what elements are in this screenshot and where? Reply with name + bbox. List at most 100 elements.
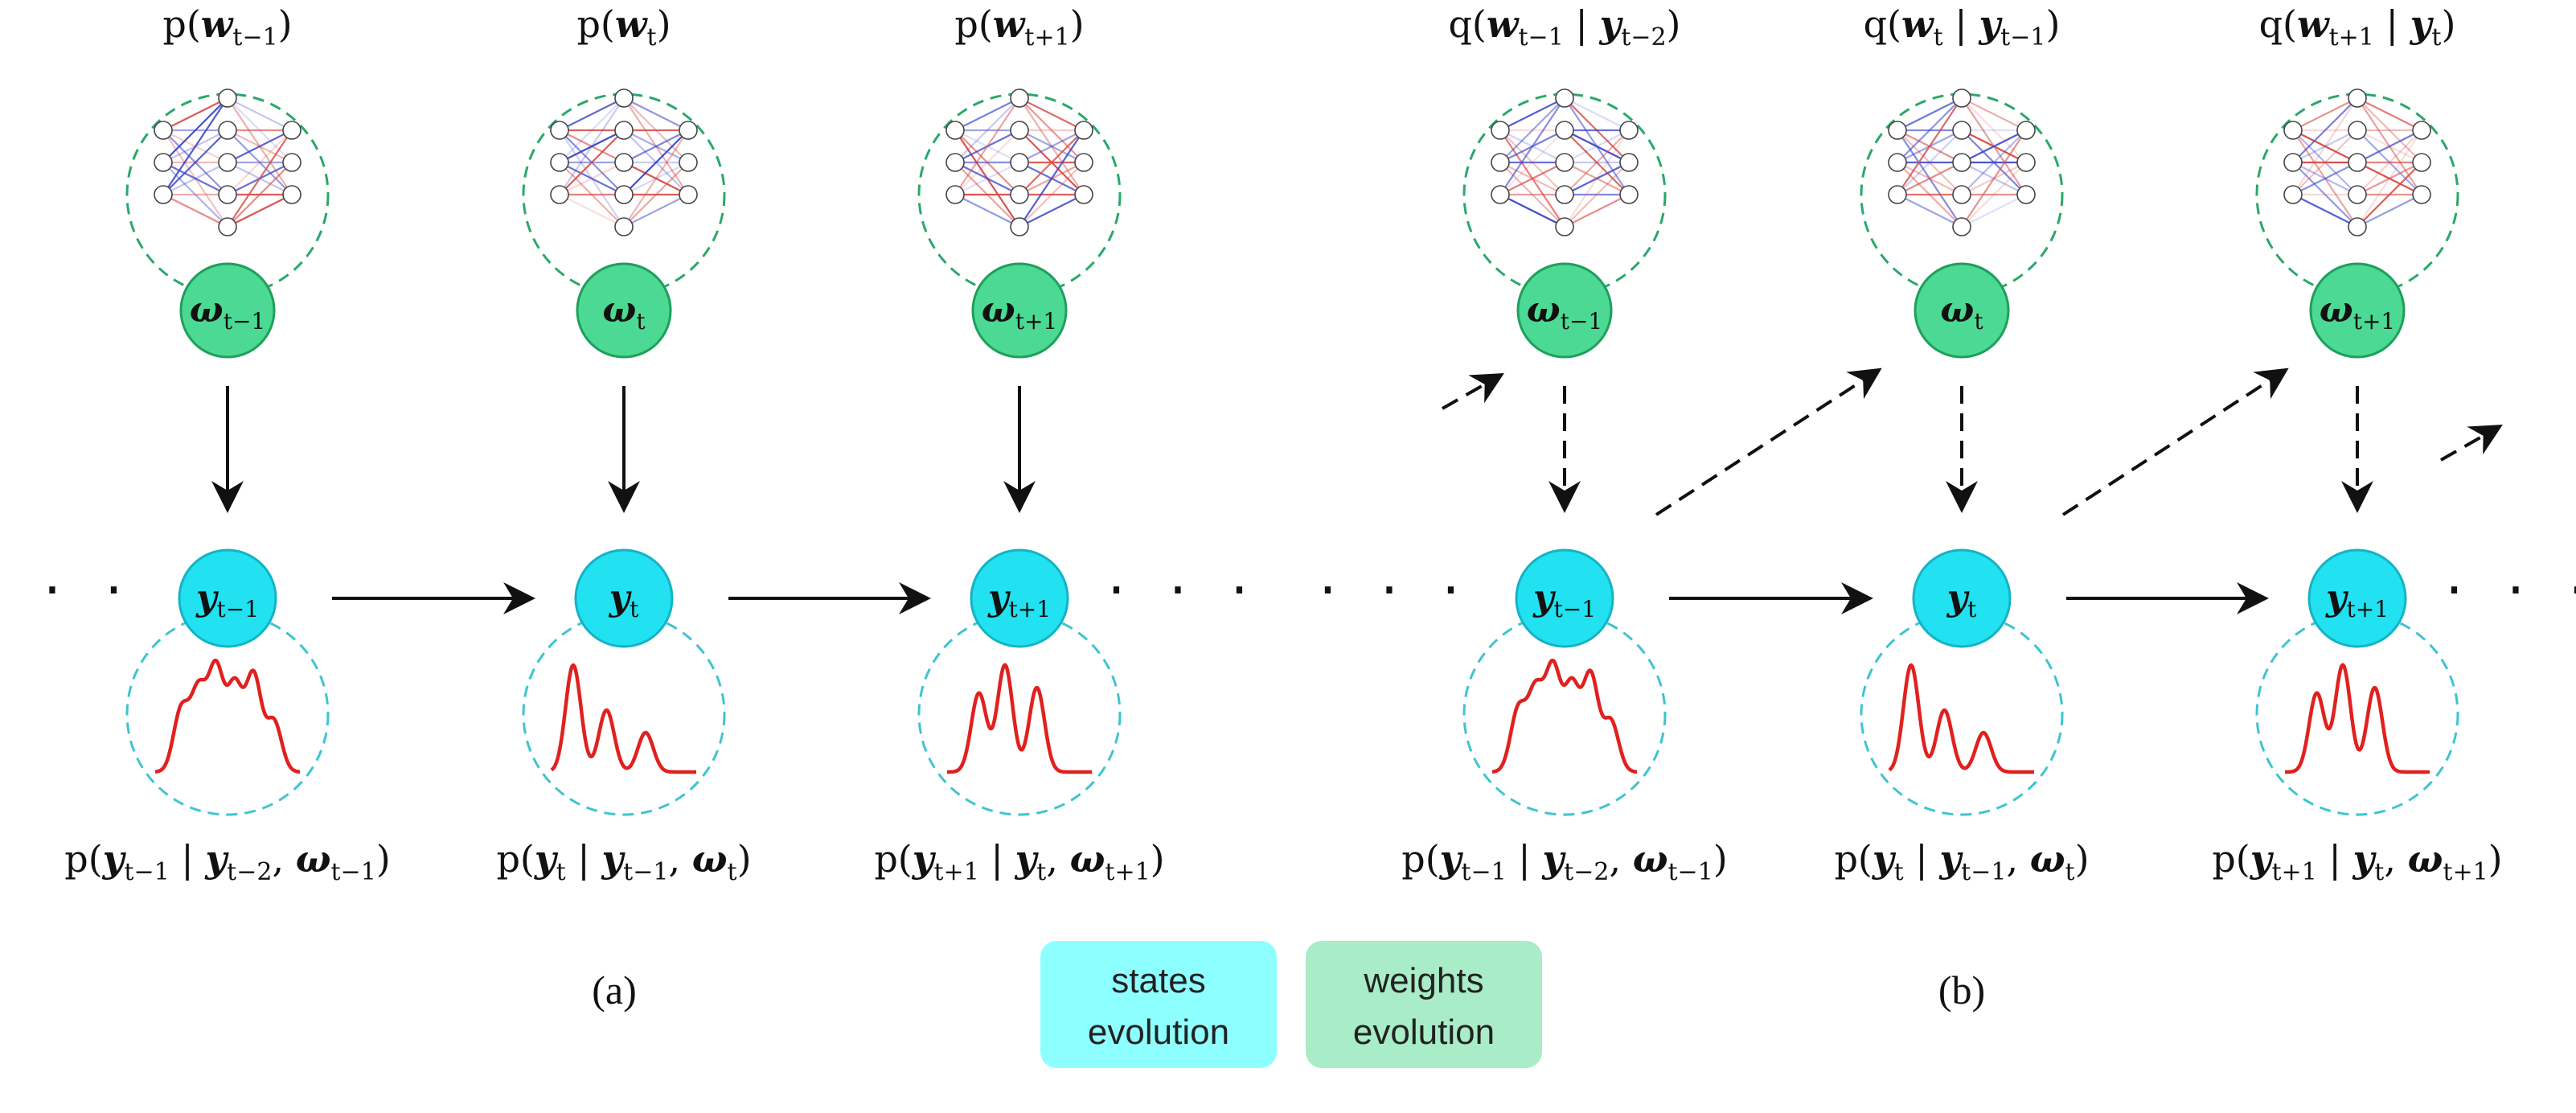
- math-text: ,: [2384, 837, 2407, 881]
- network-neuron: [2016, 153, 2036, 172]
- math-subscript: t−1: [1961, 858, 2006, 886]
- math-subscript: t+1: [1105, 858, 1150, 886]
- legend-swatch: [1306, 941, 1542, 1068]
- state-symbol: y: [609, 577, 633, 618]
- network-neuron: [1555, 121, 1574, 140]
- state-node-label: yt−1: [1532, 577, 1596, 622]
- network-neuron: [1952, 153, 1971, 172]
- network-edge: [1564, 162, 1630, 195]
- state-node-label: yt+1: [987, 577, 1051, 622]
- math-subscript: t−1: [1519, 23, 1564, 51]
- network-neuron: [1491, 153, 1510, 172]
- math-var: y: [1872, 837, 1897, 881]
- panel-label: (b): [1938, 967, 1985, 1012]
- network-edge: [162, 162, 228, 195]
- math-text: q(: [1448, 2, 1486, 46]
- math-subscript: t: [2374, 858, 2384, 886]
- network-neuron: [154, 153, 173, 172]
- math-subscript: t+1: [934, 858, 979, 886]
- arrows-layer: [211, 368, 2503, 614]
- math-subscript: t−2: [1564, 858, 1609, 886]
- math-text: |: [2317, 837, 2353, 881]
- density-curve: [2284, 663, 2430, 774]
- network-edge: [2357, 97, 2422, 131]
- network-edge: [1019, 129, 1085, 163]
- math-text: |: [1904, 837, 1940, 881]
- math-text: ): [278, 2, 293, 46]
- network-edge: [2292, 129, 2358, 163]
- neural-network-icon: [154, 88, 301, 236]
- network-edge: [1897, 162, 1963, 195]
- legend-label-line2: evolution: [1088, 1012, 1229, 1052]
- math-var: y: [2250, 837, 2275, 881]
- state-subscript: t+1: [1009, 596, 1052, 622]
- network-neuron: [1555, 185, 1574, 204]
- math-var: ω: [296, 837, 331, 881]
- math-text: ): [2488, 837, 2503, 881]
- network-neuron: [1888, 185, 1907, 204]
- network-edge: [1564, 194, 1630, 228]
- weight-node-label: ωt−1: [190, 290, 265, 335]
- weight-node: [1516, 262, 1613, 359]
- network-edge: [227, 97, 293, 131]
- network-neuron: [1010, 88, 1029, 108]
- math-subscript: t+1: [1024, 23, 1069, 51]
- state-symbol: y: [195, 577, 219, 618]
- network-neuron: [1619, 121, 1639, 140]
- network-edge: [1961, 129, 2027, 228]
- math-var: w: [2297, 2, 2330, 46]
- math-text: p(: [576, 2, 614, 46]
- neural-network-icon: [550, 88, 698, 236]
- math-var: ω: [692, 837, 728, 881]
- network-neuron: [614, 217, 634, 236]
- network-edge: [227, 194, 293, 228]
- density-curve: [550, 663, 697, 774]
- weight-node: [971, 262, 1068, 359]
- diagonal-feedback-arrow: [1655, 368, 1882, 516]
- network-edge: [1961, 194, 2027, 228]
- network-neuron: [2412, 185, 2431, 204]
- math-text: ): [1070, 2, 1085, 46]
- math-text: ): [2075, 837, 2090, 881]
- network-edge: [2292, 162, 2358, 195]
- network-edge: [1564, 129, 1630, 228]
- network-neuron: [2348, 88, 2367, 108]
- network-edge: [162, 97, 228, 163]
- top-distribution-label: q(wt−1​ | yt−2​): [1448, 2, 1680, 51]
- network-edge: [2292, 162, 2358, 228]
- network-neuron: [282, 153, 301, 172]
- network-edge: [623, 162, 689, 228]
- state-symbol: y: [1532, 577, 1557, 618]
- network-neuron: [218, 121, 237, 140]
- state-subscript: t−1: [1554, 596, 1597, 622]
- math-var: y: [2410, 2, 2434, 46]
- top-distribution-label: p(wt+1​): [954, 2, 1084, 51]
- bottom-likelihood-label: p(yt−1​ | yt−2​, ωt−1​): [64, 837, 390, 886]
- math-subscript: t: [1036, 858, 1046, 886]
- math-text: ): [376, 837, 391, 881]
- weight-subscript: t: [1974, 308, 1983, 335]
- network-neuron: [218, 185, 237, 204]
- network-neuron: [614, 121, 634, 140]
- math-var: y: [912, 837, 937, 881]
- math-text: p(: [64, 837, 102, 881]
- network-neuron: [1491, 121, 1510, 140]
- network-edge: [559, 162, 625, 195]
- network-edge: [1019, 97, 1085, 163]
- network-edge: [1499, 162, 1565, 195]
- math-text: p(: [496, 837, 534, 881]
- weight-symbol: ω: [982, 290, 1015, 331]
- network-edge: [2357, 129, 2422, 228]
- network-edge: [1961, 162, 2027, 228]
- state-node: [2307, 548, 2407, 648]
- weight-symbol: ω: [1527, 290, 1561, 331]
- network-edge: [1019, 162, 1085, 228]
- network-edge: [1897, 194, 1963, 228]
- math-text: |: [566, 837, 602, 881]
- network-neuron: [1888, 153, 1907, 172]
- density-path: [1888, 663, 2035, 774]
- network-edge: [2292, 129, 2358, 163]
- legend-label-line2: evolution: [1353, 1012, 1495, 1052]
- math-subscript: t−2: [227, 858, 272, 886]
